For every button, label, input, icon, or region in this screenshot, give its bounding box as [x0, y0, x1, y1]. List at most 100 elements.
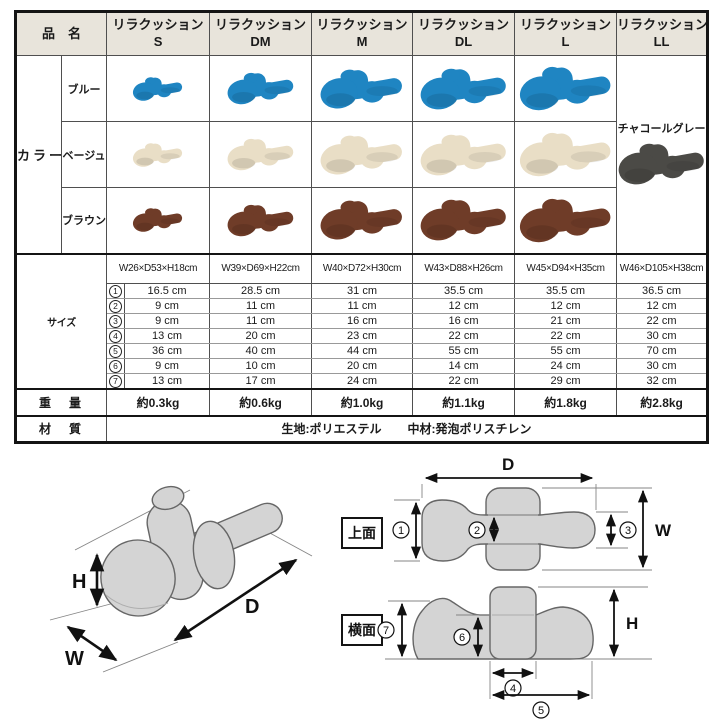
color-row-blue: カラー ブルー チャコールグレー — [15, 55, 709, 254]
color-label-brown: ブラウン — [60, 187, 108, 254]
cushion-cell — [514, 187, 618, 254]
side-view-label-box: 横面 — [341, 614, 383, 646]
cushion-cell — [209, 55, 313, 122]
svg-text:2: 2 — [474, 525, 480, 537]
material-label: 材 質 — [14, 415, 108, 443]
size-value-cell: 24 cm — [311, 373, 414, 390]
measure-5-label: 5 — [532, 701, 550, 719]
measure-7-label: 7 — [377, 621, 395, 639]
weight-value: 約1.8kg — [514, 388, 618, 417]
svg-text:6: 6 — [459, 632, 465, 644]
size-value-cell: 12 cm — [412, 298, 516, 314]
color-section-label: カラー — [15, 55, 62, 254]
cushion-iso-drawing — [100, 485, 283, 617]
cushion-image-brown-l — [518, 195, 614, 246]
measure-4-label: 4 — [504, 679, 522, 697]
size-value-cell: 22 cm — [412, 328, 516, 344]
cushion-cell — [209, 187, 313, 254]
measure-number: 7 — [109, 375, 123, 388]
size-value-cell: 22 cm — [514, 328, 618, 344]
d-dimension-label: D — [245, 596, 259, 618]
cushion-image-beige-dl — [419, 131, 509, 179]
size-value-cell: 13 cm — [124, 328, 211, 344]
cushion-cell — [514, 55, 618, 122]
size-value-cell: 11 cm — [209, 298, 313, 314]
size-value-cell: 32 cm — [616, 373, 709, 390]
measure-row-2: 2 9 cm 11 cm 11 cm 12 cm 12 cm 12 cm — [16, 298, 709, 314]
size-value-cell: 70 cm — [616, 343, 709, 359]
cushion-cell — [106, 55, 211, 122]
dimension-cell: W39×D69×H22cm — [209, 252, 313, 284]
material-value: 生地:ポリエステル中材:発泡ポリスチレン — [106, 415, 709, 443]
measure-number-cell: 4 — [106, 328, 126, 344]
measure-row-6: 6 9 cm 10 cm 20 cm 14 cm 24 cm 30 cm — [16, 358, 709, 374]
cushion-image-brown-m — [319, 197, 405, 243]
size-value-cell: 36.5 cm — [616, 283, 709, 299]
cushion-cell-ll: チャコールグレー — [616, 55, 709, 254]
size-value-cell: 10 cm — [209, 358, 313, 374]
cushion-cell — [412, 55, 516, 122]
color-label-beige: ベージュ — [60, 121, 108, 188]
cushion-image-beige-s — [132, 141, 184, 169]
measure-number-cell: 3 — [106, 313, 126, 329]
size-value-cell: 30 cm — [616, 328, 709, 344]
product-name: リラクッション — [520, 17, 612, 33]
measure-2-label: 2 — [468, 521, 486, 539]
measure-row-4: 4 13 cm 20 cm 23 cm 22 cm 22 cm 30 cm — [16, 328, 709, 344]
cushion-cell — [311, 121, 414, 188]
color-row-beige: ベージュ — [16, 121, 708, 188]
measure-number-cell: 1 — [106, 283, 126, 299]
d-dimension-label: D — [502, 455, 514, 474]
svg-text:5: 5 — [538, 705, 544, 717]
size-value-cell: 35.5 cm — [412, 283, 516, 299]
size-value-cell: 28.5 cm — [209, 283, 313, 299]
cushion-image-beige-m — [319, 132, 405, 178]
cushion-cell — [311, 55, 414, 122]
material-filling: 中材:発泡ポリスチレン — [407, 422, 532, 437]
svg-text:1: 1 — [398, 525, 404, 537]
size-value-cell: 22 cm — [616, 313, 709, 329]
measure-6-label: 6 — [453, 628, 471, 646]
size-value-cell: 36 cm — [124, 343, 211, 359]
size-value-cell: 13 cm — [124, 373, 211, 390]
guide-line — [102, 641, 179, 673]
product-name: リラクッション — [418, 17, 510, 33]
cushion-image-brown-s — [132, 206, 184, 234]
measure-number: 4 — [109, 330, 123, 343]
product-name: リラクッション — [617, 17, 708, 33]
dimension-cell: W26×D53×H18cm — [106, 252, 211, 284]
d-dimension-arrow — [173, 558, 298, 642]
product-name: リラクッション — [215, 17, 307, 33]
cushion-top-drawing — [421, 487, 596, 571]
material-row: 材 質 生地:ポリエステル中材:発泡ポリスチレン — [14, 415, 709, 443]
svg-text:4: 4 — [510, 683, 516, 695]
w-dimension-arrow — [66, 625, 118, 662]
size-value-cell: 55 cm — [514, 343, 618, 359]
measure-number: 6 — [109, 360, 123, 373]
size-value-cell: 9 cm — [124, 313, 211, 329]
w-dimension-label: W — [655, 521, 672, 540]
size-value-cell: 20 cm — [311, 358, 414, 374]
svg-text:7: 7 — [383, 625, 389, 637]
size-value-cell: 9 cm — [124, 358, 211, 374]
cushion-image-charcoal-ll — [617, 140, 707, 188]
weight-value: 約0.3kg — [106, 388, 211, 417]
weight-value: 約1.1kg — [412, 388, 516, 417]
dimension-cell: W46×D105×H38cm — [616, 252, 709, 284]
measure-number: 2 — [109, 300, 123, 313]
side-view-label: 横面 — [348, 622, 376, 638]
size-value-cell: 24 cm — [514, 358, 618, 374]
guide-line — [49, 601, 119, 621]
cushion-image-blue-m — [319, 66, 405, 112]
weight-value: 約1.0kg — [311, 388, 414, 417]
cushion-image-beige-dm — [226, 136, 296, 173]
cushion-image-blue-l — [518, 63, 614, 114]
measure-number: 5 — [109, 345, 123, 358]
measure-number-cell: 7 — [106, 373, 126, 390]
size-value-cell: 17 cm — [209, 373, 313, 390]
measure-row-3: 3 9 cm 11 cm 16 cm 16 cm 21 cm 22 cm — [16, 313, 709, 329]
cushion-cell — [514, 121, 618, 188]
top-view-diagram: 上面 D 1 2 3 W — [341, 455, 672, 571]
